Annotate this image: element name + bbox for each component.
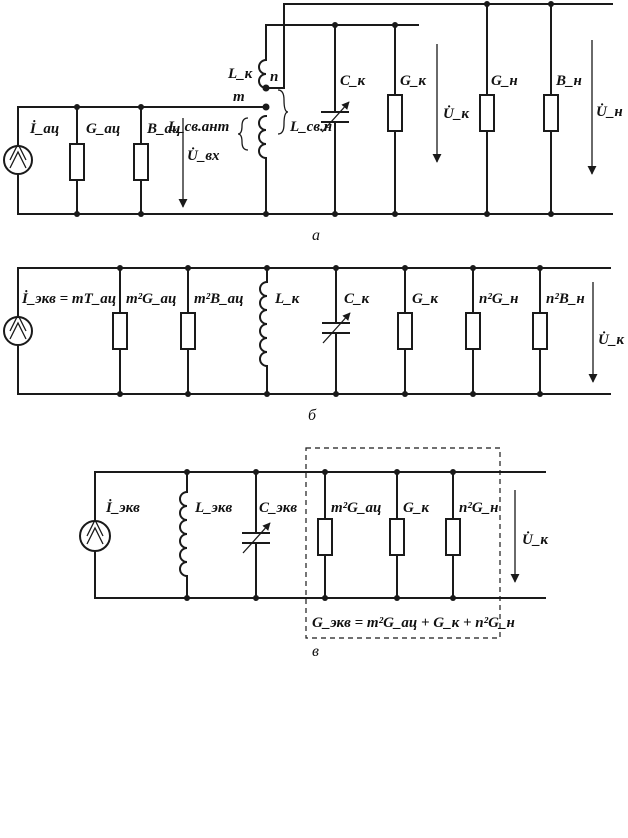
resistor-g-load-a	[479, 3, 495, 215]
resistor-b-load-a	[543, 3, 559, 215]
resistor-g-src-a	[69, 106, 85, 215]
label-u-in: U̇_вх	[187, 147, 220, 164]
label-l-ant: L_св.ант	[167, 119, 229, 135]
label-l-load: L_св.н	[289, 119, 332, 135]
label-g-src-a: G_ац	[86, 121, 120, 137]
label-c-k-b: C_к	[344, 291, 370, 307]
coil-l-k-b	[259, 267, 269, 395]
brace-l-load	[277, 89, 289, 135]
label-g-k-a: G_к	[400, 73, 426, 89]
capacitor-c-k-b	[322, 267, 351, 395]
label-u-load: U̇_н	[596, 103, 623, 120]
label-source-c: İ_экв	[105, 499, 140, 516]
resistor-g-load-c	[445, 471, 461, 599]
label-source-b: İ_экв = mT_ац	[21, 290, 116, 307]
coil-l-eq	[179, 471, 189, 599]
label-g-src-b: m²G_ац	[126, 291, 176, 307]
caption-a: а	[312, 227, 320, 244]
label-b-src-b: m²B_ац	[194, 291, 244, 307]
label-u-k-c: U̇_к	[522, 531, 548, 548]
resistor-g-k-b	[397, 267, 413, 395]
label-u-k-b: U̇_к	[598, 331, 624, 348]
label-l-k-a: L_к	[227, 66, 253, 82]
label-b-load-b: n²B_н	[546, 291, 585, 307]
label-tap-n: n	[270, 69, 278, 85]
current-source-c	[79, 471, 111, 599]
circuit-a: İ_ац G_ац B_ац U̇_вх L_к m n L_св.ант L_…	[3, 1, 623, 244]
label-b-src-a: B_ац	[146, 121, 180, 137]
label-c-eq: C_экв	[259, 500, 297, 516]
resistor-g-load-b	[465, 267, 481, 395]
label-l-eq: L_экв	[194, 500, 232, 516]
label-g-k-c: G_к	[403, 500, 429, 516]
circuit-c: İ_экв L_экв C_экв m²G_ац G_к n²G_н U̇_к …	[79, 447, 548, 660]
label-g-load-a: G_н	[491, 73, 518, 89]
equivalent-conductance-box	[305, 447, 501, 639]
brace-l-ant	[237, 117, 249, 151]
label-tap-m: m	[233, 89, 245, 105]
resistor-b-src-a	[133, 106, 149, 215]
resistor-g-src-b	[112, 267, 128, 395]
capacitor-c-eq	[242, 471, 271, 599]
label-g-k-b: G_к	[412, 291, 438, 307]
label-l-k-b: L_к	[274, 291, 300, 307]
current-source-a	[3, 106, 33, 215]
circuit-b: İ_экв = mT_ац m²G_ац m²B_ац L_к C_к G_к …	[3, 265, 624, 424]
tap-point-m	[262, 103, 270, 111]
label-b-load-a: B_н	[555, 73, 582, 89]
resistor-g-k-c	[389, 471, 405, 599]
label-g-load-b: n²G_н	[479, 291, 519, 307]
label-g-src-c: m²G_ац	[331, 500, 381, 516]
label-g-eq-formula: G_экв = m²G_ац + G_к + n²G_н	[312, 615, 515, 631]
caption-b: б	[308, 407, 317, 424]
label-g-load-c: n²G_н	[459, 500, 499, 516]
label-source-a: İ_ац	[29, 120, 59, 137]
current-source-b	[3, 267, 33, 395]
resistor-g-src-c	[317, 471, 333, 599]
capacitor-c-k-a	[321, 24, 350, 215]
label-c-k-a: C_к	[340, 73, 366, 89]
caption-c: в	[312, 643, 319, 660]
coil-l-k-a	[237, 24, 289, 215]
resistor-b-load-b	[532, 267, 548, 395]
resistor-g-k-a	[387, 24, 403, 215]
resistor-b-src-b	[180, 267, 196, 395]
label-u-k-a: U̇_к	[443, 105, 469, 122]
